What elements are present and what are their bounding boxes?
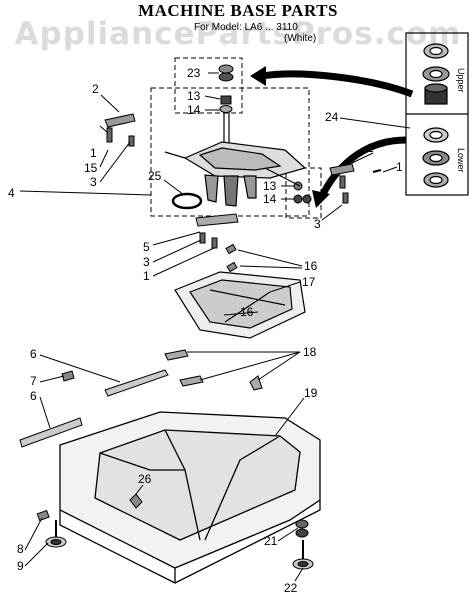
callout-15: 15 xyxy=(84,161,98,175)
top-bearings xyxy=(218,64,234,113)
callout-1-center: 1 xyxy=(143,269,150,283)
callout-14: 14 xyxy=(187,103,201,117)
callout-1: 1 xyxy=(90,146,97,160)
callout-9: 9 xyxy=(17,559,24,573)
leveling-legs xyxy=(36,509,314,570)
belt-ring xyxy=(171,192,203,210)
right-small-bearings xyxy=(293,181,312,204)
callout-13: 13 xyxy=(187,89,201,103)
callout-26: 26 xyxy=(138,472,152,486)
callout-19: 19 xyxy=(304,386,318,400)
label-lower: Lower xyxy=(456,148,466,173)
upper-arrow xyxy=(261,70,414,98)
callout-2-right: 2 xyxy=(367,141,374,155)
callout-6: 6 xyxy=(30,347,37,361)
base-rails xyxy=(19,369,169,448)
callout-4: 4 xyxy=(8,186,15,200)
callout-numbers: 23 2 13 14 24 1 15 3 2 1 25 13 4 14 3 5 … xyxy=(8,66,403,595)
callout-21: 21 xyxy=(264,534,278,548)
callout-25: 25 xyxy=(148,169,162,183)
diagram-title: MACHINE BASE PARTS xyxy=(138,1,338,20)
transmission-assembly xyxy=(164,112,307,207)
callout-6-lower: 6 xyxy=(30,389,37,403)
callout-16-plate: 16 xyxy=(240,305,254,319)
callout-23: 23 xyxy=(187,66,201,80)
callout-1-right: 1 xyxy=(396,160,403,174)
lower-arrow xyxy=(318,136,407,198)
watermark: AppliancePartsPros.com xyxy=(14,16,462,52)
callout-8: 8 xyxy=(17,542,24,556)
callout-3: 3 xyxy=(90,175,97,189)
bracket-right xyxy=(329,163,382,204)
model-line: For Model: LA6 ... 3110 xyxy=(194,22,298,33)
callout-2: 2 xyxy=(92,82,99,96)
machine-base-frame xyxy=(59,411,321,584)
callout-16: 16 xyxy=(304,259,318,273)
callout-17: 17 xyxy=(302,275,316,289)
label-upper: Upper xyxy=(456,68,466,93)
callout-7: 7 xyxy=(30,374,37,388)
model-line-2: (White) xyxy=(284,33,317,44)
bracket-left xyxy=(104,113,136,147)
base-plate xyxy=(174,271,306,339)
leader-lines xyxy=(19,72,411,582)
callout-3-center: 3 xyxy=(143,255,150,269)
base-clips xyxy=(164,349,263,391)
callout-22: 22 xyxy=(284,581,298,595)
callout-18: 18 xyxy=(303,345,317,359)
dashed-box-top xyxy=(174,57,243,114)
bearing-set-box xyxy=(405,32,469,196)
callout-24: 24 xyxy=(325,110,339,124)
bolt xyxy=(129,493,143,509)
callout-5: 5 xyxy=(143,240,150,254)
callout-13-right: 13 xyxy=(263,179,277,193)
callout-3-right: 3 xyxy=(314,217,321,231)
callout-14-right: 14 xyxy=(263,192,277,206)
center-brace xyxy=(195,213,239,249)
